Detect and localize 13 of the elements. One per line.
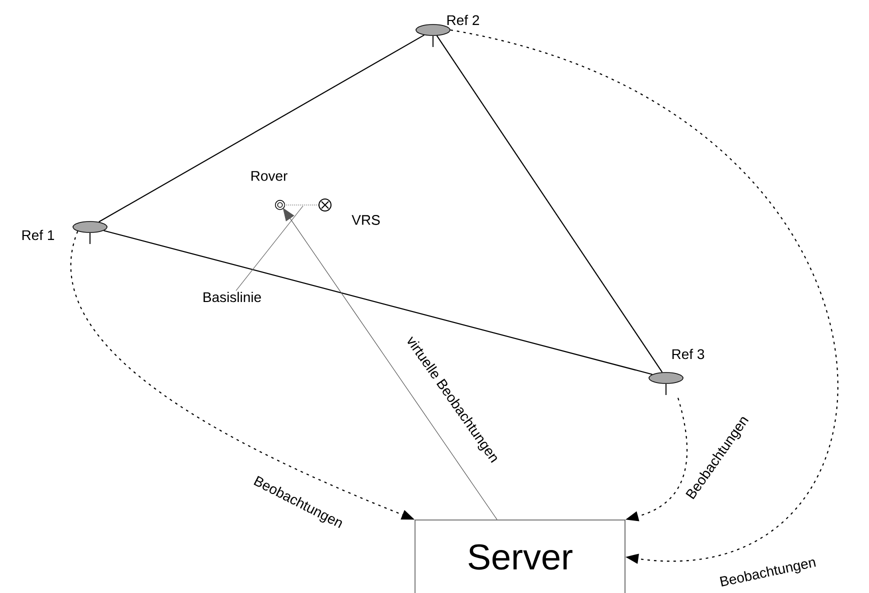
connector-line [104,230,652,375]
connector-line [98,34,424,222]
annotation-text: Basislinie [204,292,261,302]
server-box: Server [414,520,626,593]
station-label: Ref 1 [22,230,54,240]
station-label: Ref 2 [447,14,480,26]
connector-line [284,204,319,206]
connector-line [436,35,663,373]
point-label: Rover [251,171,288,181]
leader-line [236,206,304,291]
arrow [450,29,838,564]
point-label: VRS [352,215,380,225]
station-label: Ref 3 [672,348,704,360]
